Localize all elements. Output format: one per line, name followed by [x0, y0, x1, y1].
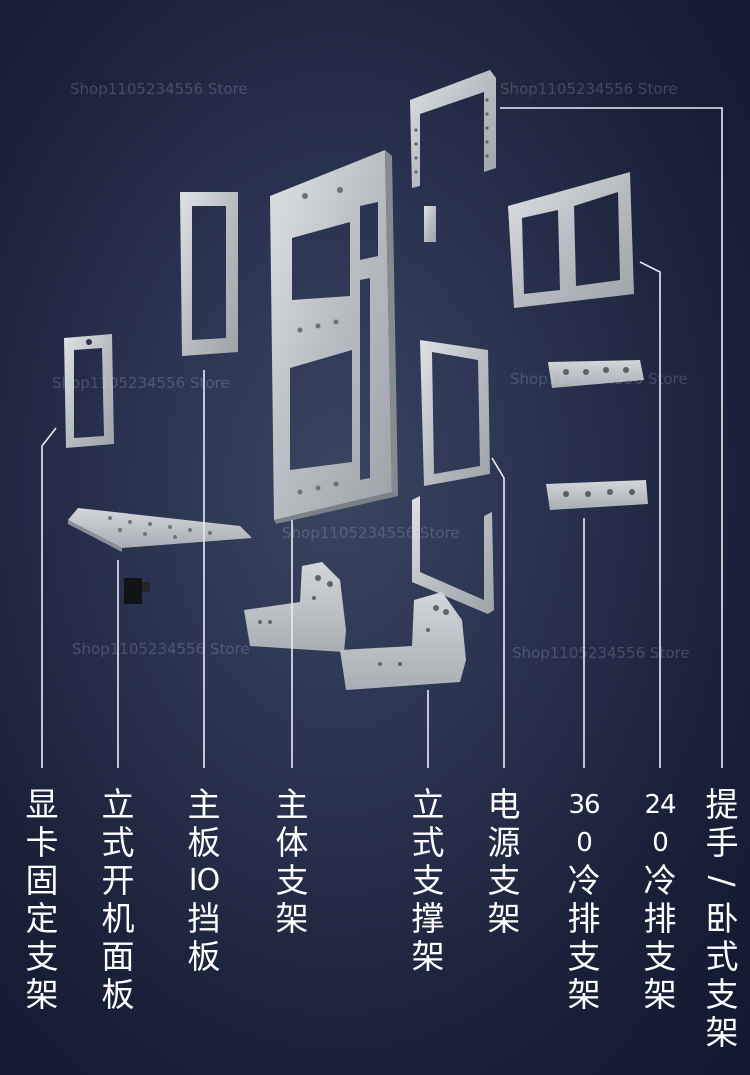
rad240-bracket-part — [508, 172, 634, 308]
power-panel-part — [68, 508, 252, 604]
watermark-3: Shop1105234556 Store — [52, 374, 230, 392]
label-psu-bracket: 电源支架 — [487, 785, 521, 938]
watermark-4: Shop1105234556 Store — [510, 370, 688, 388]
label-power-panel: 立式开机面板 — [101, 785, 135, 1014]
leader-lines — [41, 107, 723, 768]
label-main-frame: 主体支架 — [275, 785, 309, 938]
label-gpu-bracket: 显卡固定支架 — [25, 785, 59, 1014]
watermark-7: Shop1105234556 Store — [512, 644, 690, 662]
gpu-bracket-part — [64, 334, 114, 448]
label-stand-support: 立式支撑架 — [411, 785, 445, 976]
stand-support-part — [244, 562, 466, 690]
io-shield-part — [180, 192, 238, 356]
watermark-2: Shop1105234556 Store — [500, 80, 678, 98]
handle-bracket-part — [410, 70, 496, 242]
watermark-5: Shop1105234556 Store — [282, 524, 460, 542]
watermark-1: Shop1105234556 Store — [70, 80, 248, 98]
main-frame-part — [270, 150, 398, 524]
watermark-6: Shop1105234556 Store — [72, 640, 250, 658]
psu-bracket-part — [412, 340, 494, 614]
label-handle-bracket: 提手/卧式支架 — [703, 785, 742, 1052]
rad360-bracket-part — [546, 360, 648, 510]
